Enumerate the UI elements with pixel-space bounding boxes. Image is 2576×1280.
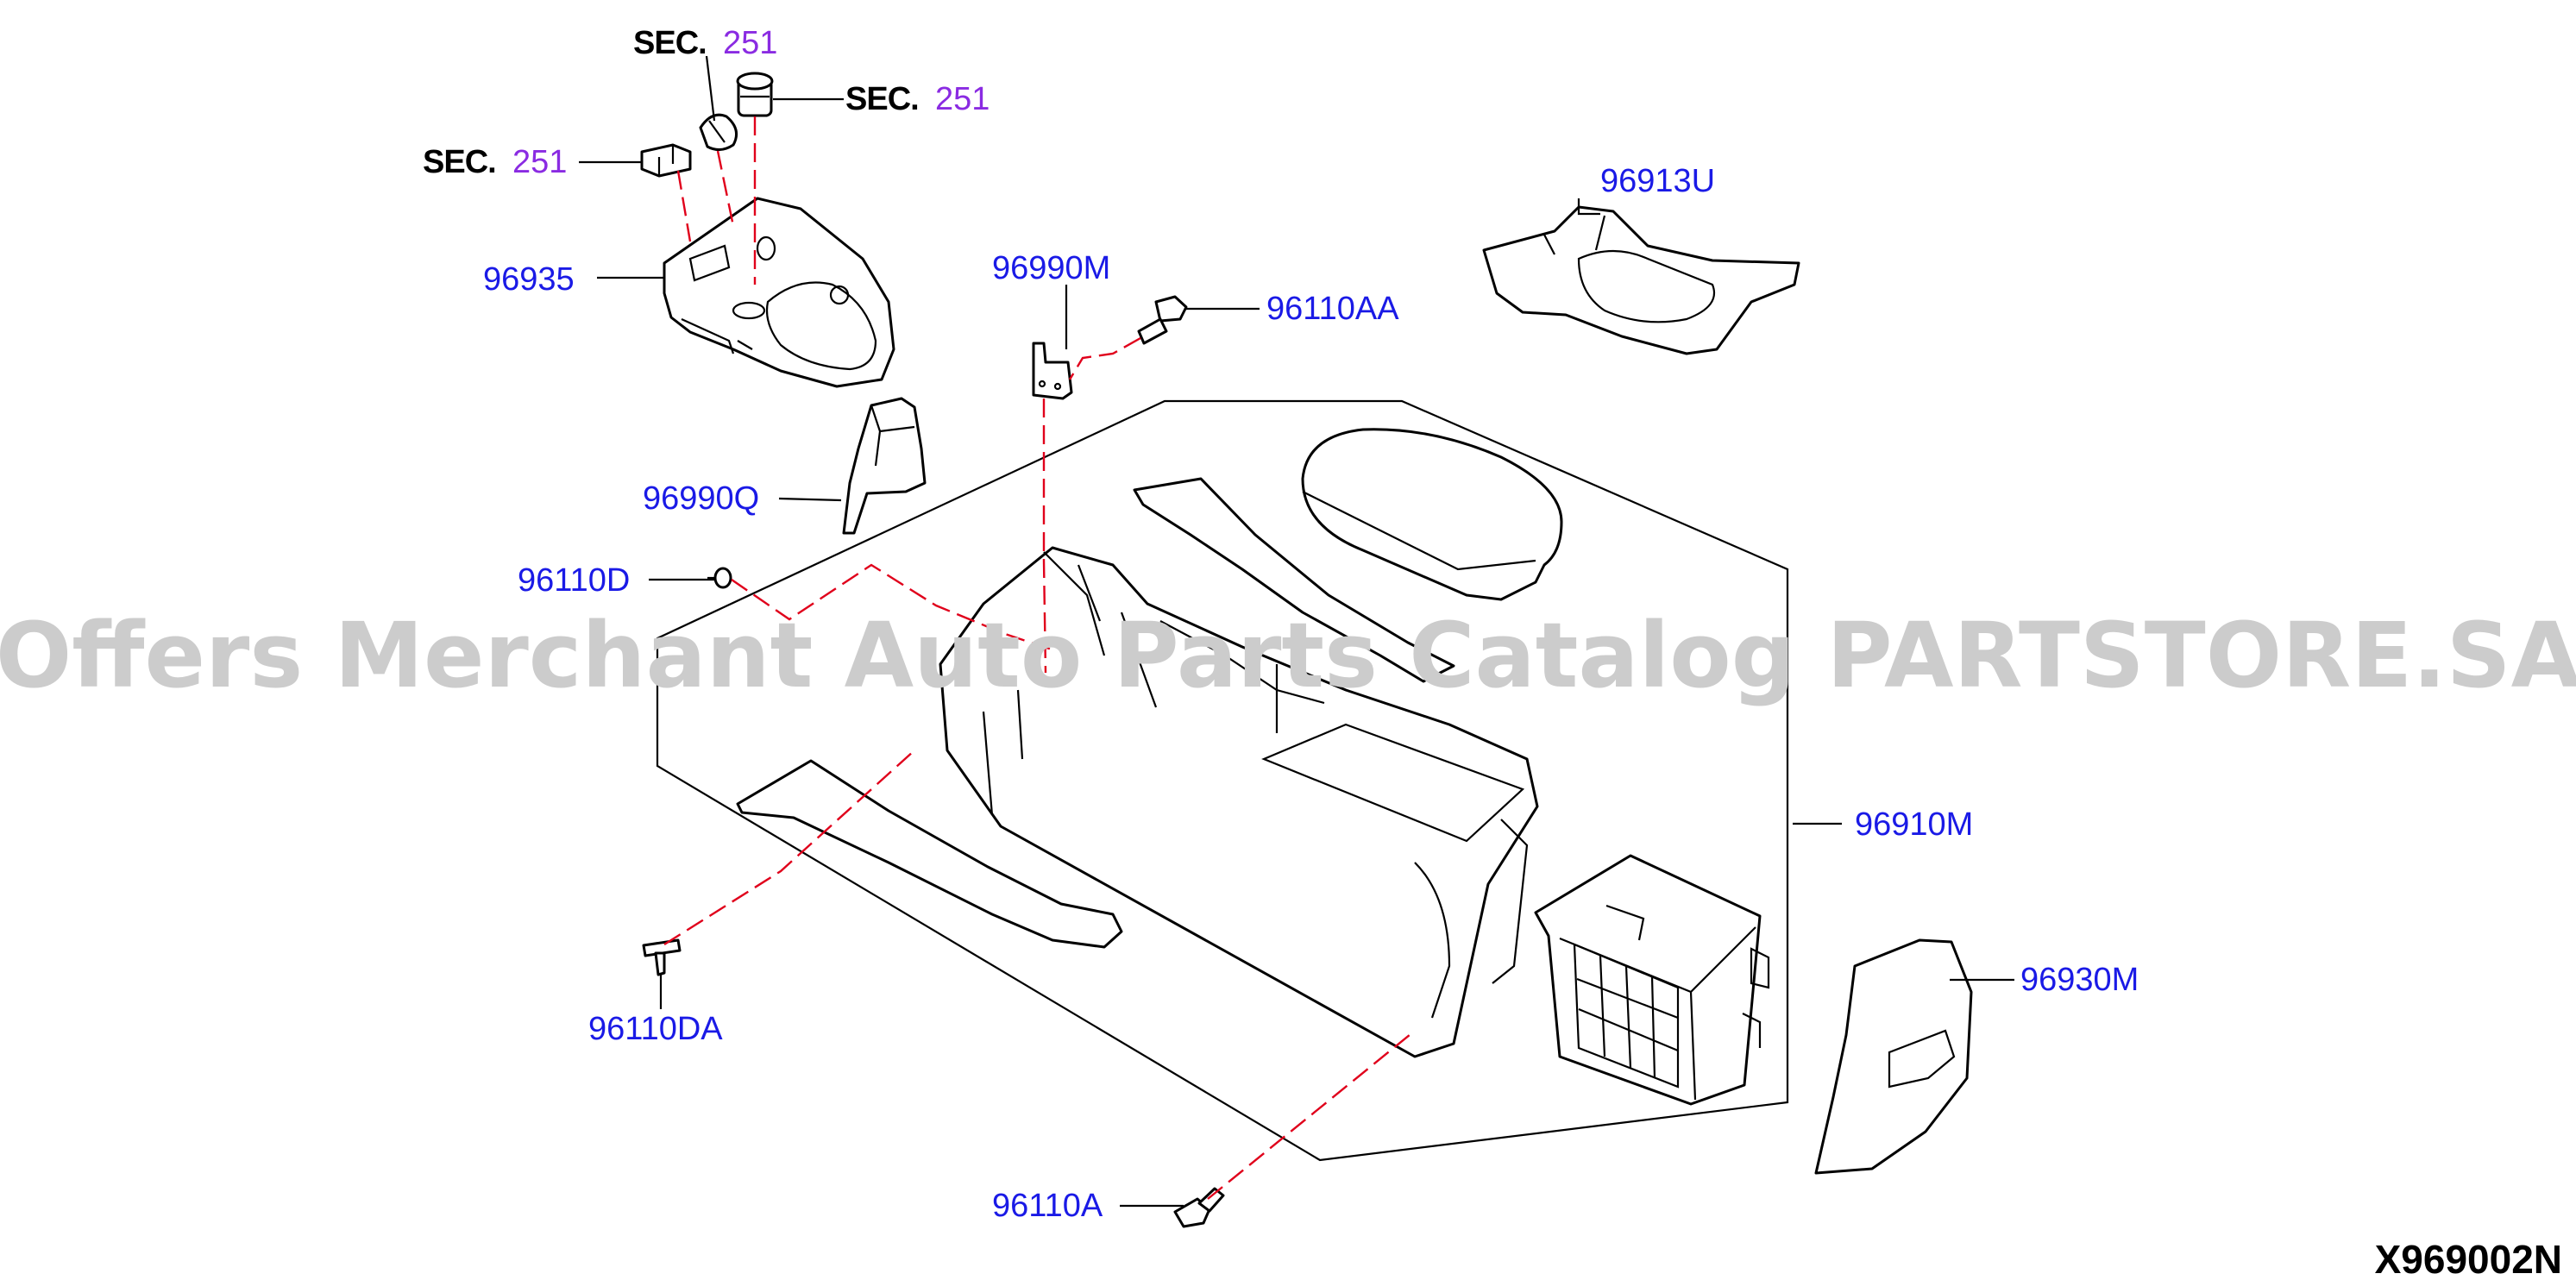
bracket-96990m[interactable] <box>1032 342 1073 400</box>
part-label-96930m[interactable]: 96930M <box>2020 962 2139 998</box>
part-label-96110d[interactable]: 96110D <box>518 562 630 599</box>
section-prefix: SEC. <box>633 25 707 61</box>
part-label-96110aa[interactable]: 96110AA <box>1266 291 1399 327</box>
part-label-96910m[interactable]: 96910M <box>1855 806 1973 843</box>
assembly-outline <box>656 399 1789 1162</box>
section-ref-right[interactable]: SEC. 251 <box>845 81 990 117</box>
part-label-96110a[interactable]: 96110A <box>992 1188 1103 1224</box>
section-prefix: SEC. <box>845 81 919 117</box>
dashed-guide-lines <box>663 116 1416 1200</box>
switch-component-left[interactable] <box>640 143 692 178</box>
console-side-finisher-left[interactable] <box>736 759 1123 949</box>
screw-96110da[interactable] <box>642 938 682 976</box>
section-number: 251 <box>723 25 777 61</box>
watermark-text: Offers Merchant Auto Parts Catalog PARTS… <box>0 603 2576 708</box>
part-label-96913u[interactable]: 96913U <box>1600 163 1715 199</box>
leader-lines <box>579 55 2014 1208</box>
part-label-96935[interactable]: 96935 <box>483 261 575 298</box>
socket-component-right[interactable] <box>736 72 774 117</box>
part-label-96990q[interactable]: 96990Q <box>643 480 759 517</box>
console-rear-box[interactable] <box>1534 854 1770 1106</box>
console-side-rail[interactable] <box>1133 477 1455 683</box>
side-finisher-96930m[interactable] <box>1814 938 1973 1175</box>
section-prefix: SEC. <box>423 144 496 180</box>
console-upper-finisher[interactable] <box>663 197 895 388</box>
console-body-96910m[interactable] <box>939 546 1539 1058</box>
section-number: 251 <box>512 144 567 180</box>
bolt-96110aa[interactable] <box>1137 295 1188 345</box>
part-label-96990m[interactable]: 96990M <box>992 250 1110 286</box>
section-ref-left[interactable]: SEC. 251 <box>423 144 567 180</box>
clip-96110d[interactable] <box>707 567 732 589</box>
duct-96990q[interactable] <box>842 397 927 535</box>
connector-component-top[interactable] <box>699 113 738 151</box>
section-ref-top[interactable]: SEC. 251 <box>633 25 777 61</box>
part-label-96110da[interactable]: 96110DA <box>588 1011 723 1047</box>
section-number: 251 <box>935 81 990 117</box>
bolt-96110a[interactable] <box>1173 1187 1225 1228</box>
diagram-code: X969002N <box>2375 1237 2562 1280</box>
console-lid[interactable] <box>1301 428 1563 601</box>
cup-holder-96913u[interactable] <box>1482 205 1800 355</box>
